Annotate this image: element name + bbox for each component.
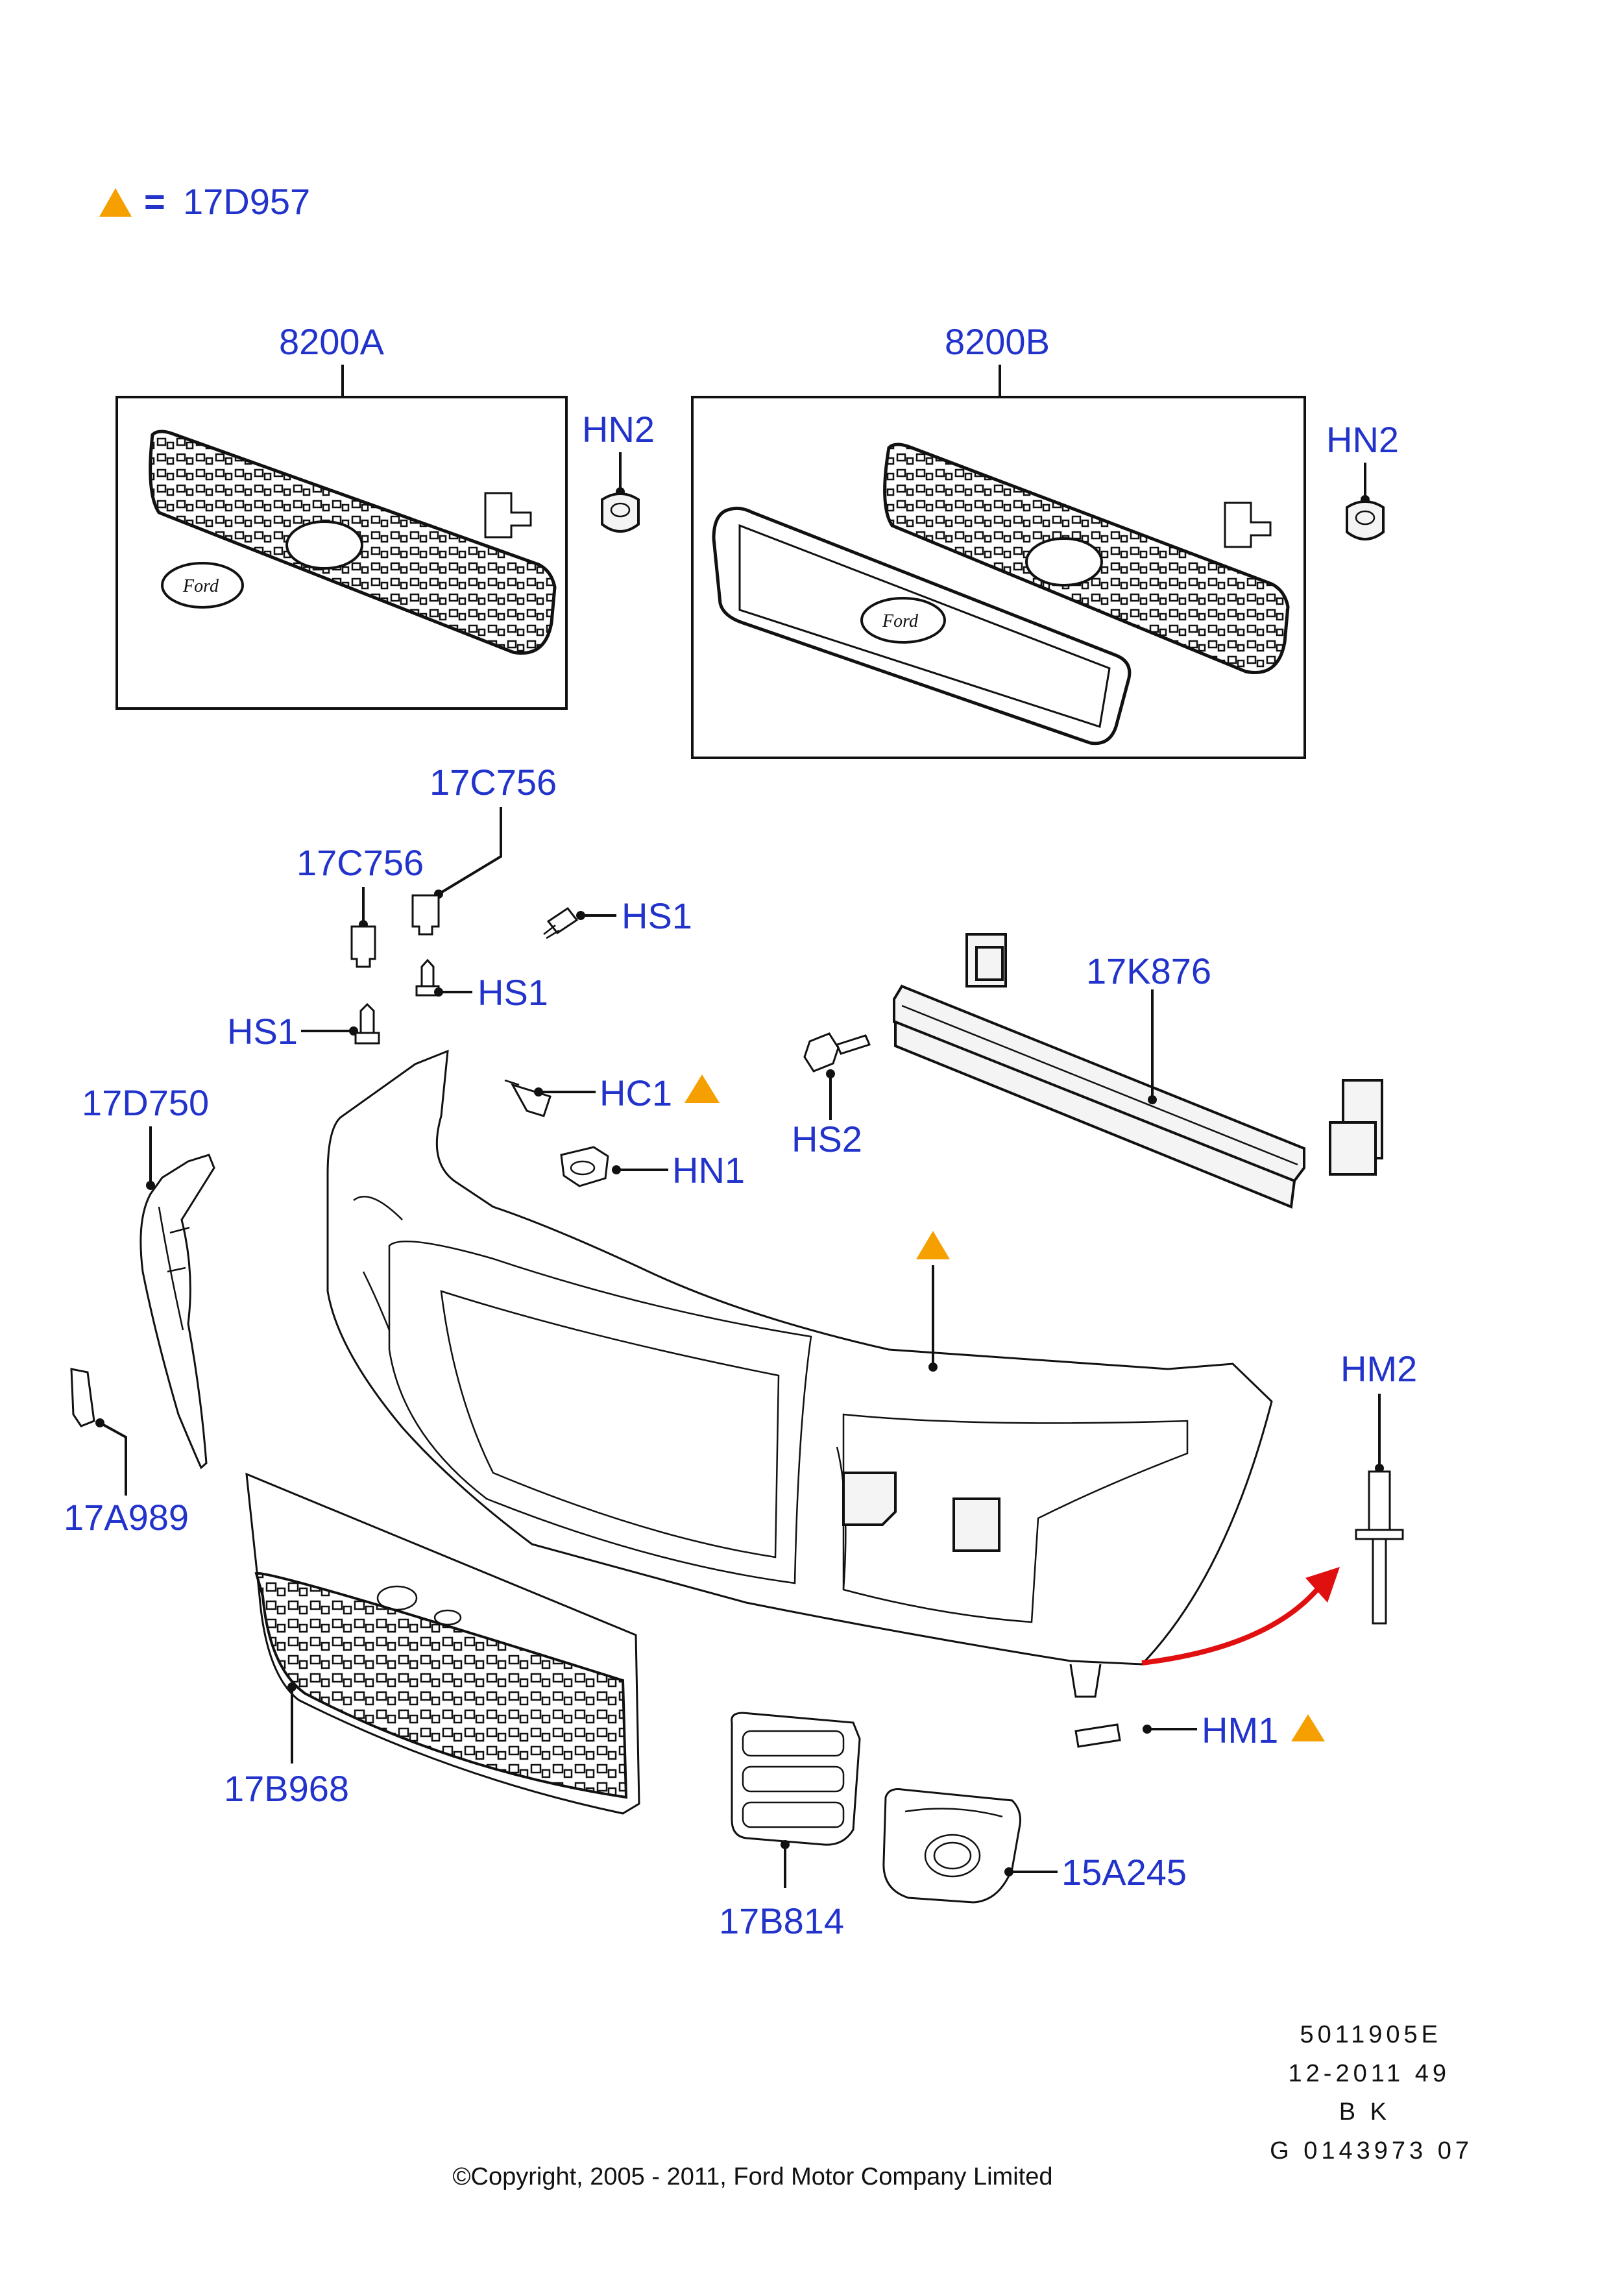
label-hm2: HM2	[1340, 1348, 1417, 1389]
clip-17c756-upper: 17C756	[411, 762, 557, 936]
rivet-hm2: HM2	[1340, 1348, 1417, 1625]
triangle-warning-icon	[1291, 1714, 1325, 1741]
bumper-reinforcement-17k876: 17K876	[893, 933, 1383, 1209]
triangle-warning-icon	[685, 1074, 720, 1103]
nut-hn1: HN1	[560, 1146, 745, 1191]
ford-oval-emblem-b	[860, 597, 946, 644]
copyright-notice: ©Copyright, 2005 - 2011, Ford Motor Comp…	[453, 2163, 1053, 2190]
label-17c756-top: 17C756	[430, 762, 557, 803]
installation-arrow	[1141, 1567, 1340, 1666]
reference-line-3: B K	[1339, 2098, 1390, 2126]
ford-badge-on-grille-a	[285, 520, 363, 570]
label-hs2: HS2	[792, 1119, 862, 1159]
label-hm1: HM1	[1202, 1710, 1278, 1751]
svg-text:Ford: Ford	[882, 611, 919, 631]
lower-grille-17b968: 17B968	[224, 1472, 640, 1815]
reference-line-1: 5011905E	[1300, 2021, 1442, 2048]
label-17k876: 17K876	[1086, 951, 1211, 991]
clip-hc1: HC1	[504, 1073, 720, 1117]
grille-insert-17b814: 17B814	[719, 1712, 861, 1941]
front-bumper-cover-17d957	[326, 1049, 1273, 1698]
clip-17c756-lower: 17C756	[297, 842, 424, 968]
cover-17a989: 17A989	[64, 1368, 189, 1538]
label-hn2-right: HN2	[1326, 419, 1399, 460]
label-hn1: HN1	[672, 1150, 745, 1191]
bolt-hs2: HS2	[792, 1032, 871, 1159]
label-hn2-left: HN2	[582, 409, 655, 450]
grille-kit-8200a: 8200A Ford	[115, 321, 568, 710]
reference-block: 5011905E 12-2011 49 B K G 0143973 07	[1270, 2021, 1473, 2164]
legend-equals: =	[144, 181, 165, 222]
label-17c756-left: 17C756	[297, 842, 424, 883]
bracket-17d750: 17D750	[82, 1082, 215, 1470]
triangle-warning-icon	[99, 188, 132, 217]
label-17d750: 17D750	[82, 1082, 209, 1123]
label-hc1: HC1	[600, 1073, 672, 1113]
grille-clip-b	[1224, 502, 1272, 548]
label-8200b: 8200B	[945, 321, 1050, 362]
label-hs1-mid: HS1	[478, 972, 548, 1013]
nut-hn2-right: HN2	[1326, 419, 1399, 540]
legend: = 17D957	[99, 181, 310, 222]
label-hs1-top: HS1	[622, 895, 692, 936]
foglamp-bezel-15a245: 15A245	[882, 1788, 1187, 1904]
ford-badge-on-grille-b	[1025, 537, 1103, 587]
label-8200a: 8200A	[279, 321, 385, 362]
label-17b814: 17B814	[719, 1900, 844, 1941]
triangle-warning-icon	[916, 1231, 950, 1259]
ford-oval-emblem-a	[161, 562, 244, 609]
grille-clip-a	[484, 492, 532, 539]
label-hs1-left: HS1	[227, 1011, 298, 1052]
reference-line-2: 12-2011 49	[1289, 2060, 1450, 2087]
grille-kit-8200b: 8200B Ford	[691, 321, 1306, 759]
legend-part-number: 17D957	[183, 181, 310, 222]
screw-hs1-left: HS1	[227, 1002, 380, 1052]
nut-hn2-left: HN2	[582, 409, 655, 533]
label-15a245: 15A245	[1061, 1852, 1187, 1893]
clip-hm1: HM1	[1074, 1710, 1325, 1751]
screw-hs1-mid: HS1	[415, 958, 548, 1013]
reference-line-4: G 0143973 07	[1270, 2137, 1473, 2164]
label-17b968: 17B968	[224, 1768, 349, 1809]
screw-hs1-top: HS1	[543, 895, 692, 939]
label-17a989: 17A989	[64, 1497, 189, 1538]
svg-text:Ford: Ford	[182, 576, 219, 596]
